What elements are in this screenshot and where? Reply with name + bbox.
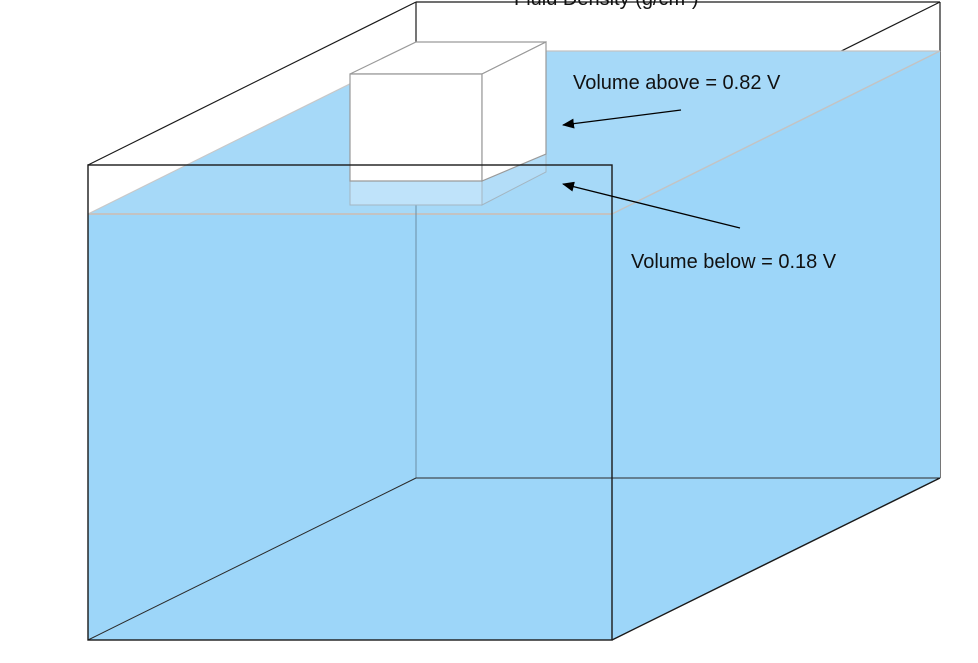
- water-front: [88, 214, 612, 640]
- arrow-volume-above: [562, 109, 682, 129]
- volume-below-label: Volume below = 0.18 V: [631, 251, 837, 273]
- annotation-arrows: [562, 109, 741, 229]
- tank-front-frame: [87, 164, 613, 641]
- block-side-face: [481, 41, 547, 182]
- diagram-title: Fluid Density (g/cm³): [514, 0, 698, 9]
- arrow-volume-below: [562, 181, 741, 229]
- water-surface-right-edge: [611, 50, 941, 215]
- volume-above-label: Volume above = 0.82 V: [573, 72, 781, 94]
- block-submerged-front: [349, 180, 483, 206]
- water-right-side: [612, 51, 940, 640]
- tank-floor-left-edge: [87, 477, 417, 641]
- tank-front-edges: [87, 164, 941, 641]
- floating-block: [349, 41, 547, 206]
- tank-left-top-edge: [87, 1, 417, 166]
- tank-right-bottom-edge: [611, 477, 941, 641]
